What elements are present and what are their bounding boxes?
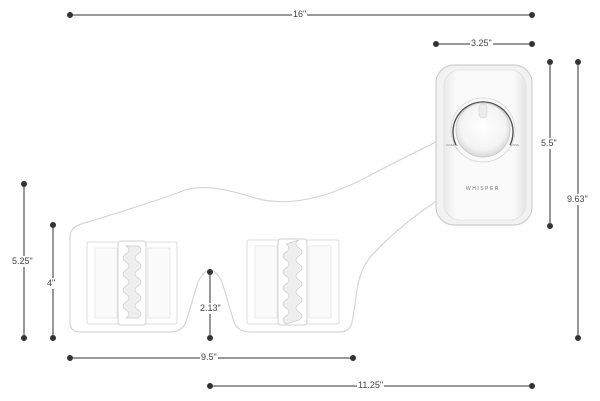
brand-label: WHISPER [466, 186, 500, 192]
control-panel [435, 64, 533, 226]
dim-center-gap: 2.13" [199, 303, 222, 314]
dim-total-height: 9.63" [566, 194, 589, 205]
dim-panel-width: 3.25" [470, 38, 493, 49]
dim-seat-height-inner: 4" [46, 278, 57, 289]
knob [455, 102, 511, 158]
left-seat-window [86, 240, 178, 326]
right-seat-window [246, 238, 340, 326]
dim-base-length: 11.25" [357, 380, 385, 391]
dim-seat-height-outer: 5.25" [11, 256, 34, 267]
knob-left-label: NOZZLE [446, 143, 458, 147]
dim-seat-width: 9.5" [200, 352, 218, 363]
dim-panel-height: 5.5" [540, 138, 558, 149]
dim-total-width: 16" [292, 9, 308, 20]
knob-right-label: RINSE [510, 143, 520, 147]
